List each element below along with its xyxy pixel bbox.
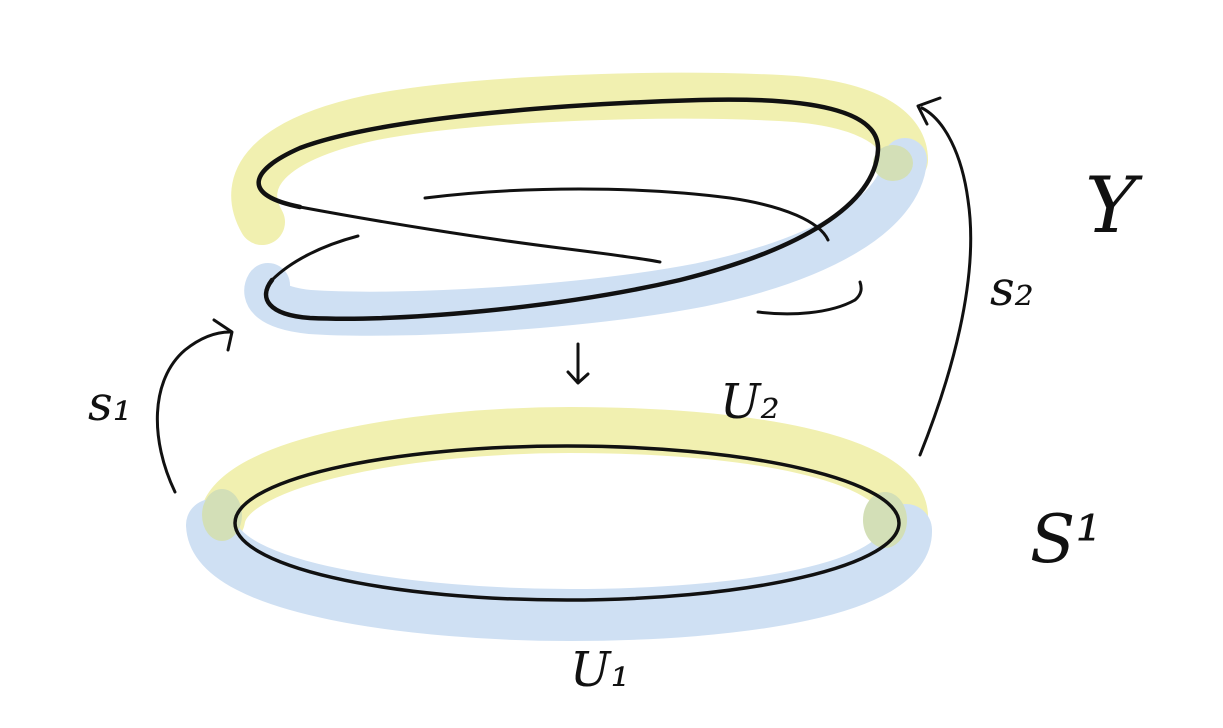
u2-highlight	[199, 406, 928, 543]
base-space-s1	[186, 406, 932, 642]
y-left-break	[270, 234, 360, 282]
preimage-overlap	[873, 145, 913, 181]
u1-highlight	[186, 499, 932, 642]
y-middle-strand	[298, 205, 662, 264]
s1-circle	[233, 444, 901, 602]
overlap-left	[202, 489, 242, 541]
y-right-tail	[756, 280, 863, 316]
label-base-space: S¹	[1030, 501, 1102, 578]
y-upper-sheet-curve	[256, 97, 881, 321]
u2-preimage-highlight	[231, 72, 928, 245]
label-section-s1: s₁	[88, 376, 132, 432]
u1-preimage-highlight	[244, 138, 927, 336]
label-section-s2: s₂	[990, 261, 1034, 317]
projection-arrow	[566, 342, 590, 385]
label-open-set-u2: U₂	[720, 374, 780, 430]
covering-space-y	[231, 72, 928, 336]
y-inner-strand	[423, 187, 830, 242]
label-open-set-u1: U₁	[570, 642, 630, 698]
label-covering-space: Y	[1085, 161, 1143, 251]
section-s1-arrow	[155, 318, 234, 494]
section-s2-arrow	[916, 96, 973, 457]
